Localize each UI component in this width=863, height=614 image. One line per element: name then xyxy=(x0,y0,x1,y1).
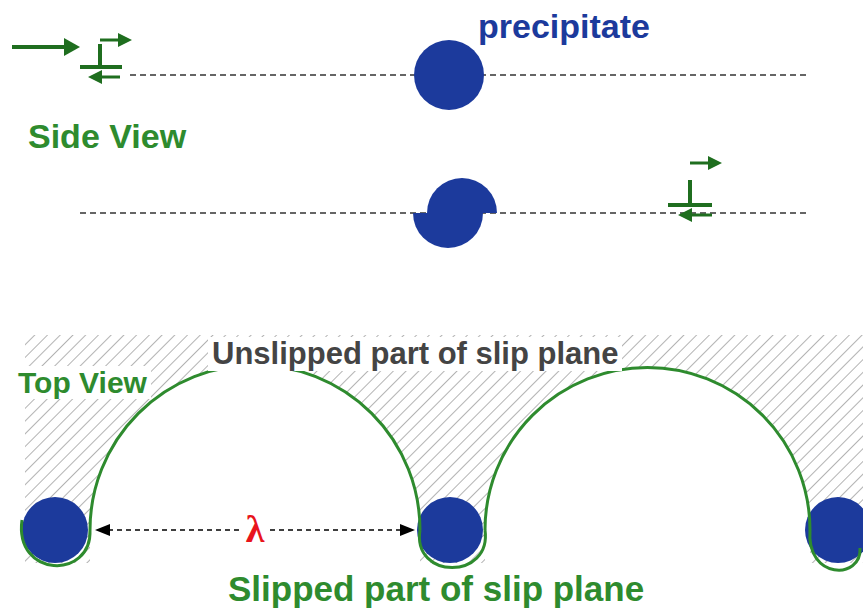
region-label: Slipped part of slip plane xyxy=(228,570,644,609)
region-label: Unslipped part of slip plane xyxy=(208,337,622,371)
view-title: Side View xyxy=(28,118,186,155)
precipitate-circle xyxy=(417,497,483,563)
arrowhead xyxy=(95,524,110,536)
slipped-region xyxy=(485,368,810,564)
part-label: precipitate xyxy=(478,8,650,45)
precipitate-circle xyxy=(22,497,88,563)
precipitate-circle xyxy=(414,40,484,110)
arrowhead xyxy=(400,524,415,536)
sheared-precipitate xyxy=(413,213,483,248)
view-title: Top View xyxy=(14,366,151,399)
dimension-label: λ xyxy=(242,509,269,551)
sheared-precipitate xyxy=(427,178,497,213)
dislocation-symbol xyxy=(12,33,132,84)
dislocation-symbol xyxy=(668,156,722,222)
